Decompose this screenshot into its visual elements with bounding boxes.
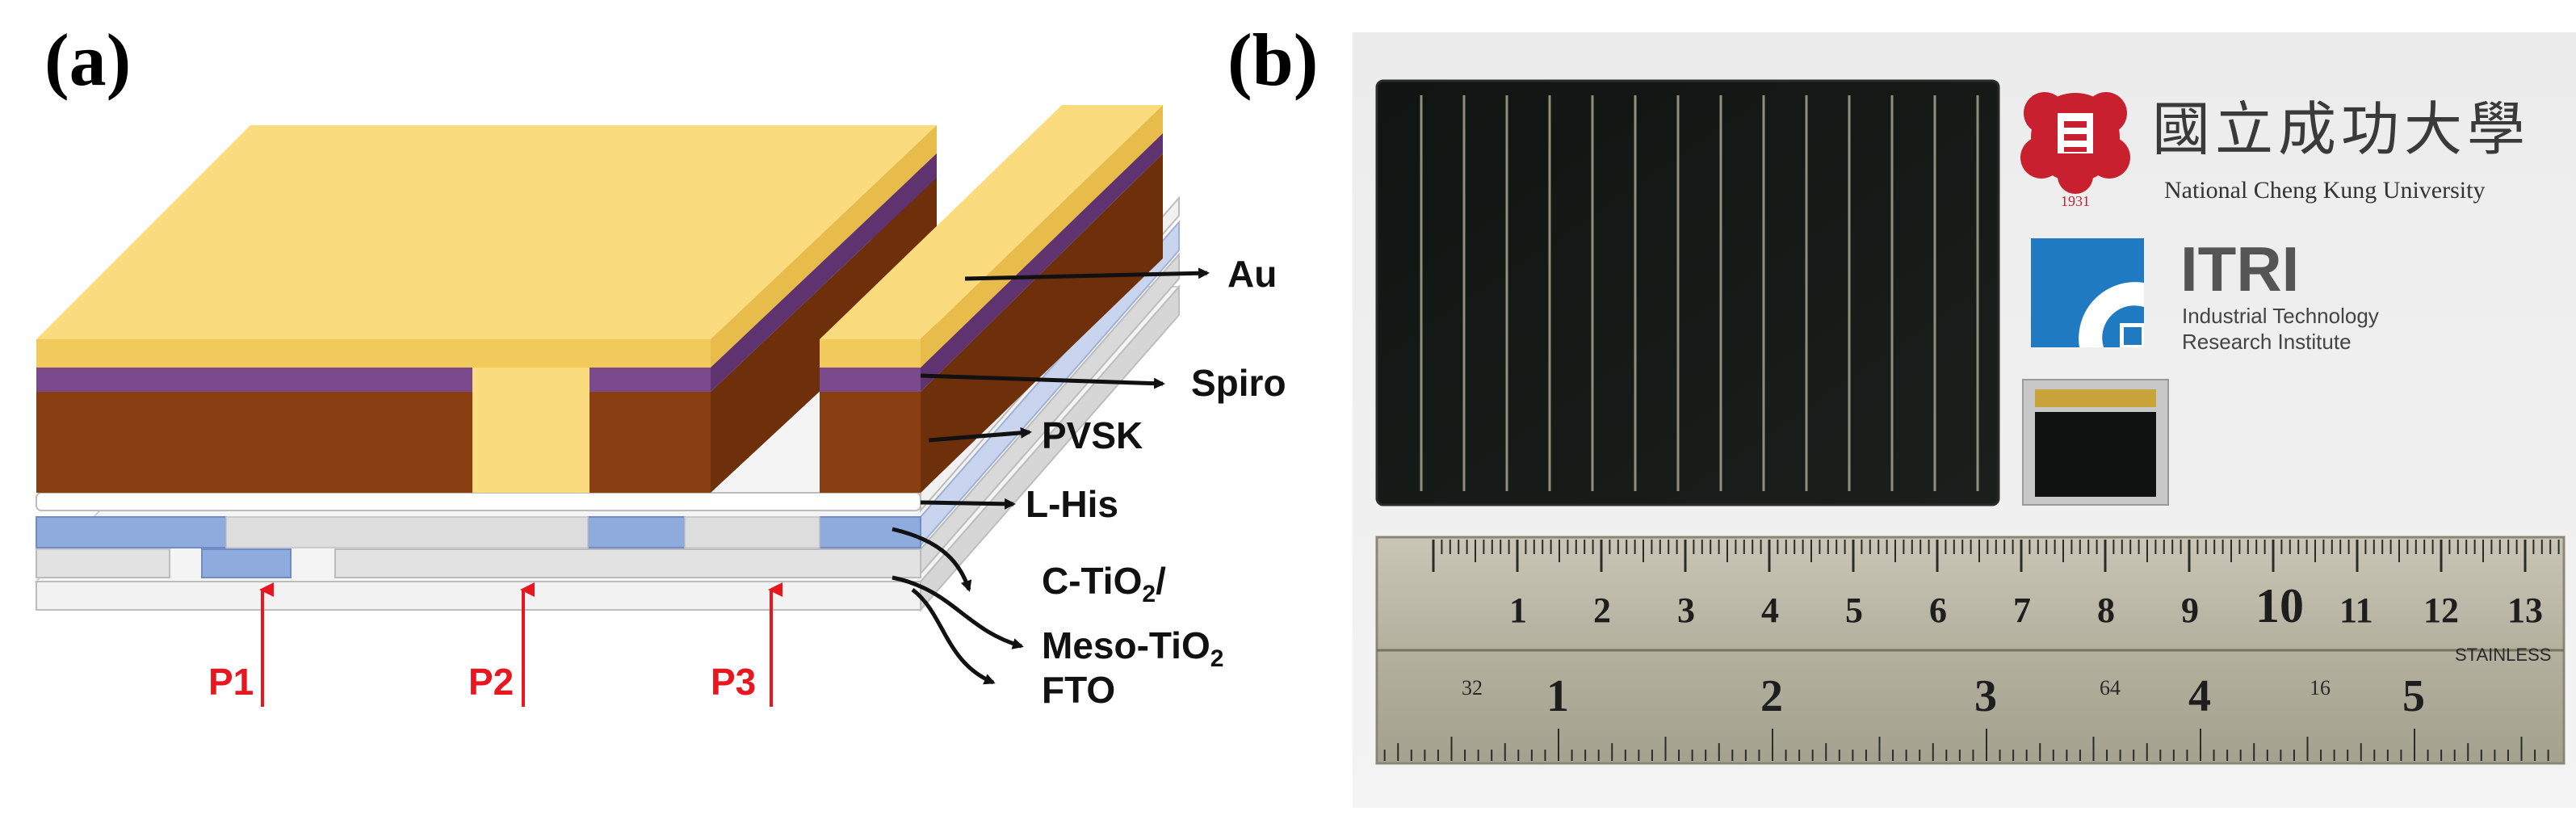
- ncku-chinese-name: 國立成功大學: [2152, 98, 2530, 162]
- panel-a: (a): [34, 19, 1286, 711]
- left-cell: [36, 125, 937, 493]
- p1-label: P1: [208, 661, 254, 703]
- gap-p3-grey: [684, 516, 820, 548]
- ruler-inch-label: 3: [1974, 671, 1997, 721]
- middle-cell: [589, 153, 937, 493]
- label-pvsk: PVSK: [1042, 414, 1143, 456]
- ruler-inch-label: 5: [2402, 671, 2425, 721]
- ctio2-front-2: [587, 516, 686, 548]
- gap-p2-grey: [225, 516, 589, 548]
- ruler-cm-label: 13: [2507, 590, 2543, 630]
- ruler-mark-64: 64: [2100, 676, 2121, 700]
- ctio2-p1-fill: [201, 548, 292, 578]
- ruler-brand: STAINLESS: [2455, 645, 2551, 665]
- small-cell: [2022, 379, 2169, 506]
- label-ctio2: C-TiO2/: [1042, 560, 1166, 607]
- ruler-cm-label: 5: [1845, 590, 1863, 630]
- itri-emblem-icon: [2031, 238, 2144, 347]
- ruler-cm-label: 9: [2181, 590, 2199, 630]
- ruler-cm-label: 11: [2339, 590, 2373, 630]
- ncku-logo: 1931 國立成功大學 National Cheng Kung Universi…: [2020, 92, 2530, 209]
- itri-abbr: ITRI: [2180, 233, 2299, 305]
- ruler-ticks: [1383, 540, 2560, 761]
- ruler-cm-label: 3: [1677, 590, 1695, 630]
- ruler-cm-label: 12: [2423, 590, 2459, 630]
- itri-line2: Research Institute: [2182, 330, 2352, 354]
- ruler-cm-label: 1: [1509, 590, 1527, 630]
- layer-labels: Au Spiro PVSK L-His C-TiO2/ Meso-TiO2 FT…: [1026, 253, 1286, 711]
- ruler-cm-labels: 1234567891011121314: [1509, 579, 2543, 632]
- p2-label: P2: [468, 661, 514, 703]
- scribe-arrows: [259, 582, 782, 707]
- right-cell: [820, 105, 1163, 493]
- ruler-cm-label: 10: [2255, 579, 2304, 632]
- ruler-cm-label: 7: [2013, 590, 2031, 630]
- p3-label: P3: [711, 661, 756, 703]
- ruler-inch-labels: 1 2 3 4 5: [1546, 671, 2425, 721]
- ncku-english-name: National Cheng Kung University: [2164, 177, 2485, 204]
- scribe-labels: P1 P2 P3: [208, 661, 756, 703]
- ruler-cm-label: 2: [1593, 590, 1611, 630]
- ncku-year: 1931: [2061, 193, 2090, 209]
- ruler-inch-label: 1: [1546, 671, 1569, 721]
- ruler-cm-label: 6: [1929, 590, 1947, 630]
- large-module: [1375, 79, 2000, 506]
- fto-front-face: [36, 581, 921, 611]
- panel-b: (b) 1931 國立成功大學 National: [1227, 19, 2576, 808]
- label-au: Au: [1227, 253, 1277, 295]
- meso-front-right: [334, 548, 921, 578]
- ruler-mark-32: 32: [1462, 676, 1483, 700]
- itri-logo: ITRI Industrial Technology Research Inst…: [2031, 233, 2379, 354]
- module-scribe-lines: [1420, 95, 1979, 491]
- panel-a-label: (a): [44, 19, 131, 101]
- ruler-cm-label: 4: [1761, 590, 1779, 630]
- ruler-inch-label: 4: [2188, 671, 2211, 721]
- label-lhis: L-His: [1026, 483, 1118, 525]
- panel-b-label: (b): [1227, 19, 1318, 101]
- meso-front-left: [36, 548, 170, 578]
- itri-line1: Industrial Technology: [2182, 304, 2379, 328]
- ruler-inch-label: 2: [1760, 671, 1783, 721]
- label-mesotio2: Meso-TiO2: [1042, 624, 1223, 672]
- label-spiro: Spiro: [1191, 362, 1286, 404]
- ncku-emblem-icon: 1931: [2020, 92, 2130, 209]
- label-arrows: [892, 267, 1210, 685]
- au-p2-contact: [472, 368, 589, 493]
- label-fto: FTO: [1042, 669, 1115, 711]
- ruler-mark-16: 16: [2310, 676, 2331, 700]
- ctio2-front-1: [36, 516, 227, 548]
- ruler-cm-label: 8: [2097, 590, 2115, 630]
